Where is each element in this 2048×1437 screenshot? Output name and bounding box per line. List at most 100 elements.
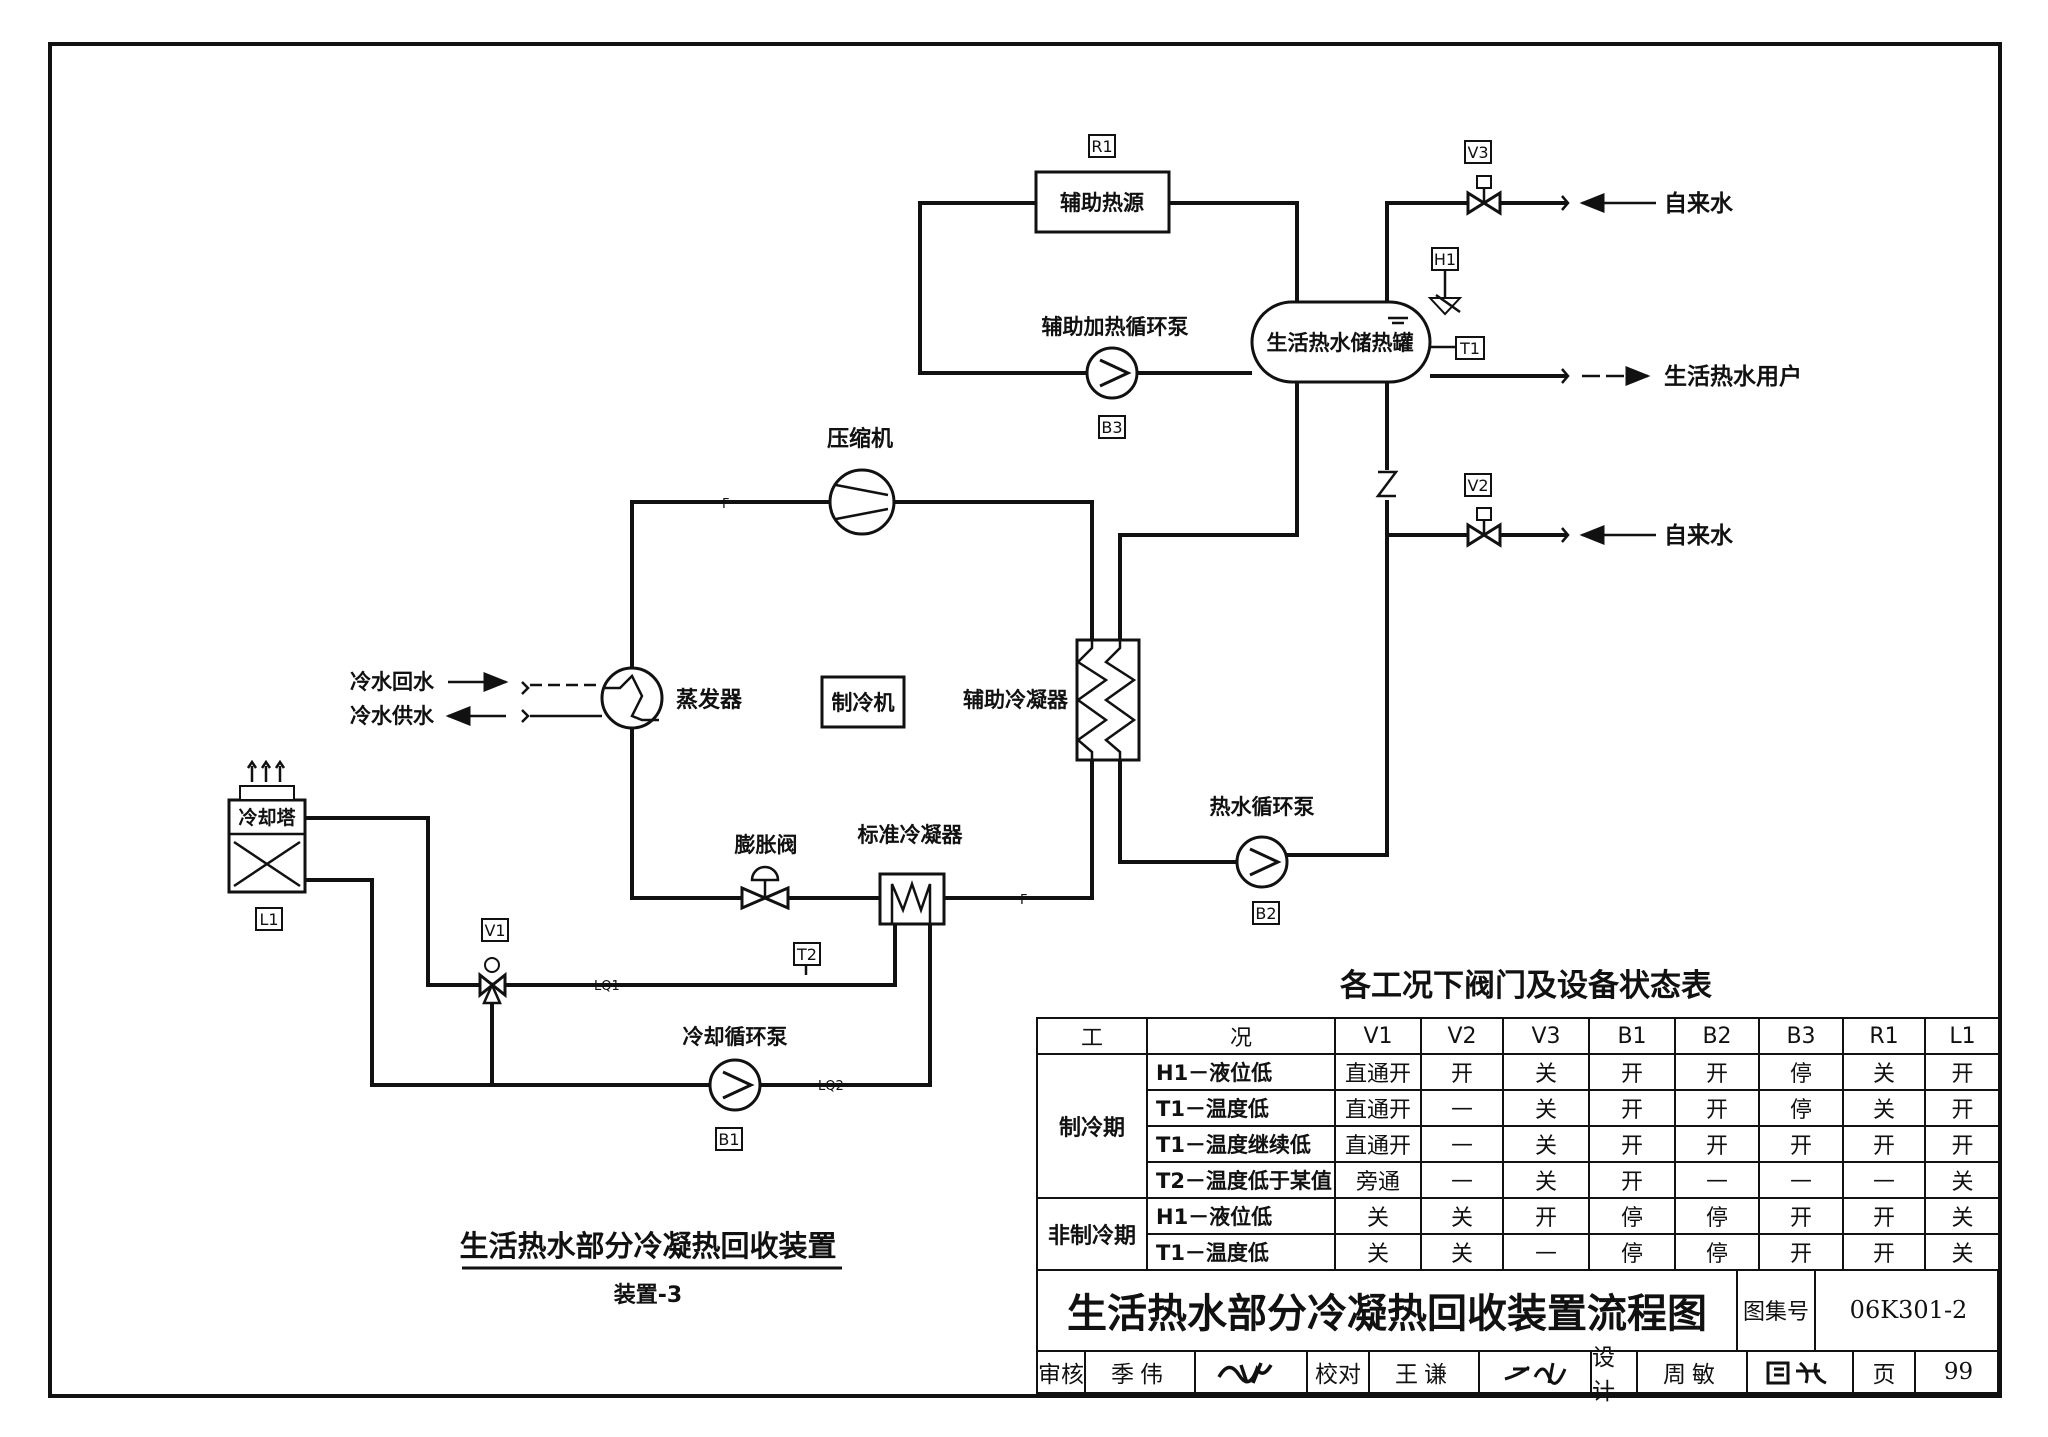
reviewer-name: 季伟 [1086,1352,1196,1392]
value-cell: 关 [1924,1197,2001,1235]
value-cell: 关 [1842,1053,1926,1091]
chilled-return-label: 冷水回水 [350,670,435,694]
value-cell: 关 [1502,1125,1590,1163]
valve-v3-symbol [1466,175,1502,216]
state-table-title: 各工况下阀门及设备状态表 [1340,968,1712,1004]
lq1-label: LQ1 [594,979,620,994]
chiller-box [820,675,906,729]
atlas-number: 06K301-2 [1816,1270,2001,1352]
value-cell: 开 [1842,1125,1926,1163]
storage-tank [1250,300,1432,384]
value-cell: 停 [1758,1089,1844,1127]
value-cell: 开 [1674,1125,1760,1163]
value-cell: — [1420,1125,1504,1163]
b1-tag: B1 [718,1130,739,1149]
cooling-water-pipe [305,816,932,1087]
header-v3: V3 [1502,1017,1590,1055]
tag-boxes [255,134,1492,1151]
review-label: 审核 [1038,1352,1086,1392]
checker-signature [1480,1352,1592,1392]
value-cell: 关 [1502,1161,1590,1199]
v3-tag: V3 [1467,143,1488,162]
value-cell: — [1758,1161,1844,1199]
value-cell: 停 [1674,1233,1760,1271]
refrigerant-f-label-1: F [722,497,729,512]
checker-name: 王谦 [1370,1352,1480,1392]
expansion-valve-label: 膨胀阀 [735,833,798,857]
value-cell: 开 [1502,1197,1590,1235]
value-cell: 关 [1924,1161,2001,1199]
condition-cell: T1－温度继续低 [1146,1125,1336,1163]
r1-tag: R1 [1091,137,1112,156]
value-cell: 旁通 [1334,1161,1422,1199]
state-table: 工 况 V1 V2 V3 B1 B2 B3 R1 L1 制冷期 H1－液位低 直… [1036,1017,2001,1271]
value-cell: 停 [1758,1053,1844,1091]
hot-water-pump-label: 热水循环泵 [1210,795,1315,819]
designer-signature [1748,1352,1854,1392]
v2-tag: V2 [1467,476,1488,495]
compressor-symbol [828,468,896,536]
refrigerant-f-label-2: F [1020,893,1027,908]
chilled-supply-label: 冷水供水 [350,704,435,728]
value-cell: 直通开 [1334,1125,1422,1163]
table-row: 制冷期 H1－液位低 直通开 开 关 开 开 停 关 开 [1036,1053,2001,1199]
value-cell: 关 [1420,1233,1504,1271]
value-cell: 开 [1588,1161,1676,1199]
header-condition-2: 况 [1146,1017,1336,1055]
hot-water-users-label: 生活热水用户 [1664,363,1802,390]
h1-tag: H1 [1434,250,1456,269]
value-cell: — [1420,1089,1504,1127]
condition-cell: H1－液位低 [1146,1053,1336,1091]
value-cell: 关 [1924,1233,2001,1271]
t1-tag: T1 [1459,339,1480,358]
evaporator-symbol [600,666,664,730]
drawing-frame [48,42,2002,1398]
table-header-row: 工 况 V1 V2 V3 B1 B2 B3 R1 L1 [1036,1017,2001,1055]
b3-tag: B3 [1101,418,1122,437]
condition-cell: T1－温度低 [1146,1089,1336,1127]
standard-condenser-symbol [878,872,946,926]
value-cell: 关 [1334,1233,1422,1271]
b2-tag: B2 [1255,904,1276,923]
value-cell: 开 [1758,1233,1844,1271]
check-valve-symbol [1375,470,1399,498]
group-cooling-period: 制冷期 [1036,1053,1148,1199]
value-cell: 开 [1588,1089,1676,1127]
aux-heating-loop-pipe [918,201,1299,375]
page-label: 页 [1854,1352,1916,1392]
table-row: T1－温度继续低 直通开 — 关 开 开 开 开 开 [1037,1125,2001,1163]
tap-water-1-label: 自来水 [1664,190,1734,217]
value-cell: 开 [1842,1233,1926,1271]
header-condition-1: 工 [1036,1017,1148,1055]
chiller-label: 制冷机 [832,691,895,715]
header-b2: B2 [1674,1017,1760,1055]
aux-condenser-label: 辅助冷凝器 [963,688,1069,712]
storage-tank-label: 生活热水储热罐 [1267,331,1414,355]
cooling-pump-symbol [708,1058,762,1112]
header-b3: B3 [1758,1017,1844,1055]
table-row: T1－温度低 关 关 — 停 停 开 开 关 [1037,1233,2001,1271]
header-v2: V2 [1420,1017,1504,1055]
value-cell: 开 [1842,1197,1926,1235]
compressor-label: 压缩机 [827,426,893,452]
header-r1: R1 [1842,1017,1926,1055]
header-l1: L1 [1924,1017,2001,1055]
evaporator-label: 蒸发器 [676,687,743,713]
diagram-caption: 生活热水部分冷凝热回收装置 [459,1229,836,1263]
value-cell: 停 [1674,1197,1760,1235]
header-b1: B1 [1588,1017,1676,1055]
header-v1: V1 [1334,1017,1422,1055]
aux-condenser-symbol [1075,638,1141,762]
tap-water-1-pipe [1385,201,1568,302]
value-cell: 开 [1924,1125,2001,1163]
value-cell: 开 [1924,1053,2001,1091]
table-row: T2－温度低于某值 旁通 — 关 开 — — — 关 [1037,1161,2001,1199]
value-cell: 关 [1334,1197,1422,1235]
std-condenser-label: 标准冷凝器 [858,823,964,847]
title-block: 生活热水部分冷凝热回收装置流程图 图集号 06K301-2 审核 季伟 校对 王… [1036,1270,2001,1405]
value-cell: 开 [1674,1089,1760,1127]
design-label: 设计 [1592,1345,1638,1405]
aux-heat-source-label: 辅助热源 [1060,191,1144,215]
cooling-tower-symbol [227,759,307,894]
aux-heating-pump-symbol [1085,346,1139,400]
